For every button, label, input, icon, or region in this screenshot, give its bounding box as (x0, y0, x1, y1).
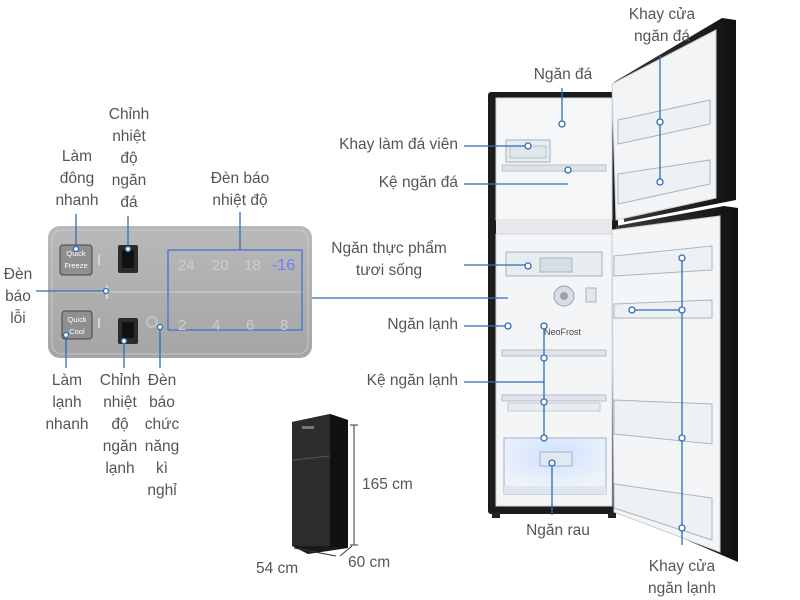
quick-cool-label-2: Cool (69, 327, 85, 336)
fridge-shelf (501, 394, 607, 402)
fridge-door (611, 206, 738, 562)
label-freezer-shelf: Kệ ngăn đá (378, 174, 458, 191)
quick-cool-label-1: Quick (67, 315, 86, 324)
label-freezer: Ngăn đá (533, 66, 593, 83)
fridge-temp-3: 8 (280, 317, 288, 334)
label-fridge-compartment: Ngăn lạnh (387, 316, 458, 333)
brand-label: NeoFrost (544, 327, 582, 337)
freezer-door (611, 18, 736, 222)
freezer-temp-2: 18 (244, 257, 261, 274)
fridge-temp-2: 6 (246, 317, 254, 334)
fridge-shelf (501, 349, 607, 357)
dimension-height: 165 cm (362, 476, 413, 493)
control-panel: Quick Freeze Quick Cool 24 20 18 -16 2 4… (48, 226, 312, 358)
fridge-pointers (464, 56, 683, 545)
fridge-body: NeoFrost (488, 92, 618, 518)
label-vegetable-drawer: Ngăn rau (526, 522, 590, 539)
fridge-thumbnail (291, 414, 348, 554)
panel-pointers (36, 212, 508, 368)
freezer-temp-0: 24 (178, 257, 195, 274)
quick-freeze-label-2: Freeze (64, 261, 87, 270)
label-fridge-shelf: Kệ ngăn lạnh (366, 372, 458, 389)
fridge-temp-0: 2 (178, 317, 186, 334)
freezer-temp-1: 20 (212, 257, 229, 274)
freezer-temp-active: -16 (272, 257, 295, 274)
dimension-width: 54 cm (256, 560, 299, 577)
pointer-dots (62, 118, 686, 532)
dimension-depth: 60 cm (348, 554, 391, 571)
label-ice-maker-tray: Khay làm đá viên (339, 136, 458, 153)
dimension-lines (293, 424, 358, 557)
freezer-shelf (501, 164, 607, 172)
quick-freeze-label-1: Quick (66, 249, 85, 258)
fridge-temp-1: 4 (212, 317, 220, 334)
